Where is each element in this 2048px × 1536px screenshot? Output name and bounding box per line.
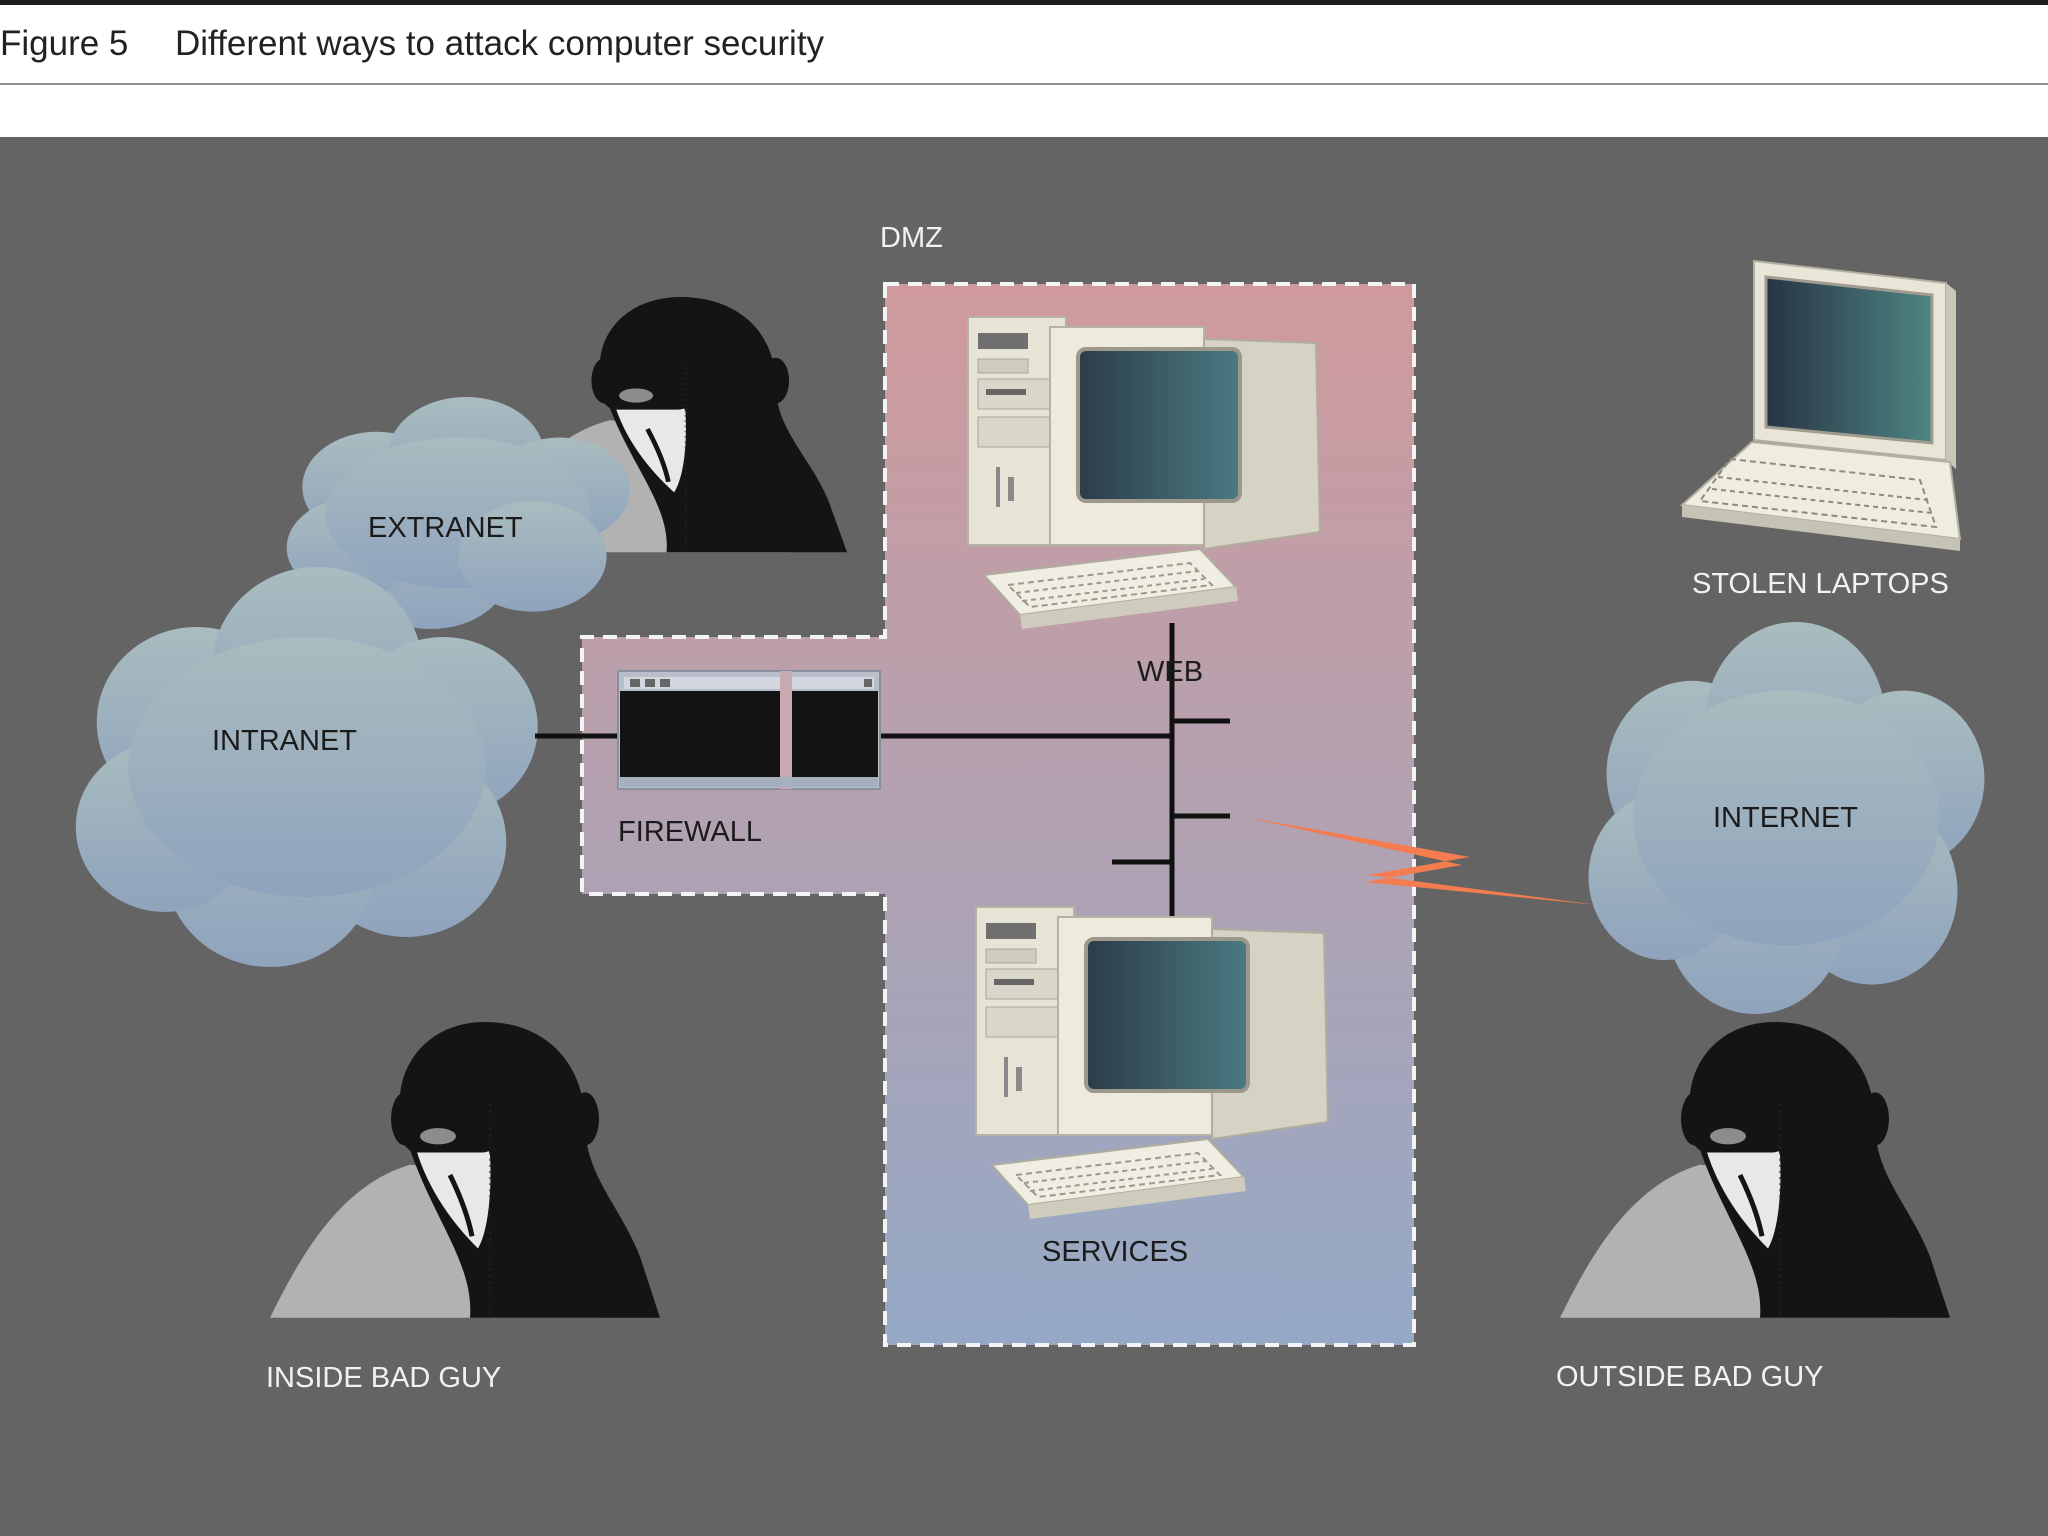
diagram-canvas: DMZ EXTRANET EXTRANET INTRANET [0, 137, 2048, 1536]
firewall-label: FIREWALL [618, 816, 762, 848]
dmz-label: DMZ [880, 222, 943, 254]
top-rule [0, 0, 2048, 5]
attack-bolt [1245, 817, 1598, 905]
network-lines [535, 623, 1230, 925]
stolen-laptops-label: STOLEN LAPTOPS [1692, 568, 1949, 600]
intranet-label: INTRANET [212, 725, 357, 757]
services-label: SERVICES [1042, 1236, 1188, 1268]
web-label: WEB [1137, 656, 1203, 688]
stolen-laptop [1679, 259, 1962, 551]
figure-title: Different ways to attack computer securi… [175, 24, 825, 63]
extranet-label-front: EXTRANET [368, 512, 523, 544]
firewall-device [617, 670, 881, 790]
extranet-cloud-front [325, 437, 630, 612]
outside-bad-guy-label: OUTSIDE BAD GUY [1556, 1361, 1824, 1393]
caption-rule [0, 83, 2048, 85]
internet-label: INTERNET [1713, 802, 1858, 834]
security-diagram: DMZ EXTRANET EXTRANET INTRANET [0, 137, 2048, 1536]
figure-caption: Figure 5 Different ways to attack compute… [0, 22, 824, 66]
inside-bad-guy-label: INSIDE BAD GUY [266, 1362, 501, 1394]
figure-number: Figure 5 [0, 24, 129, 63]
